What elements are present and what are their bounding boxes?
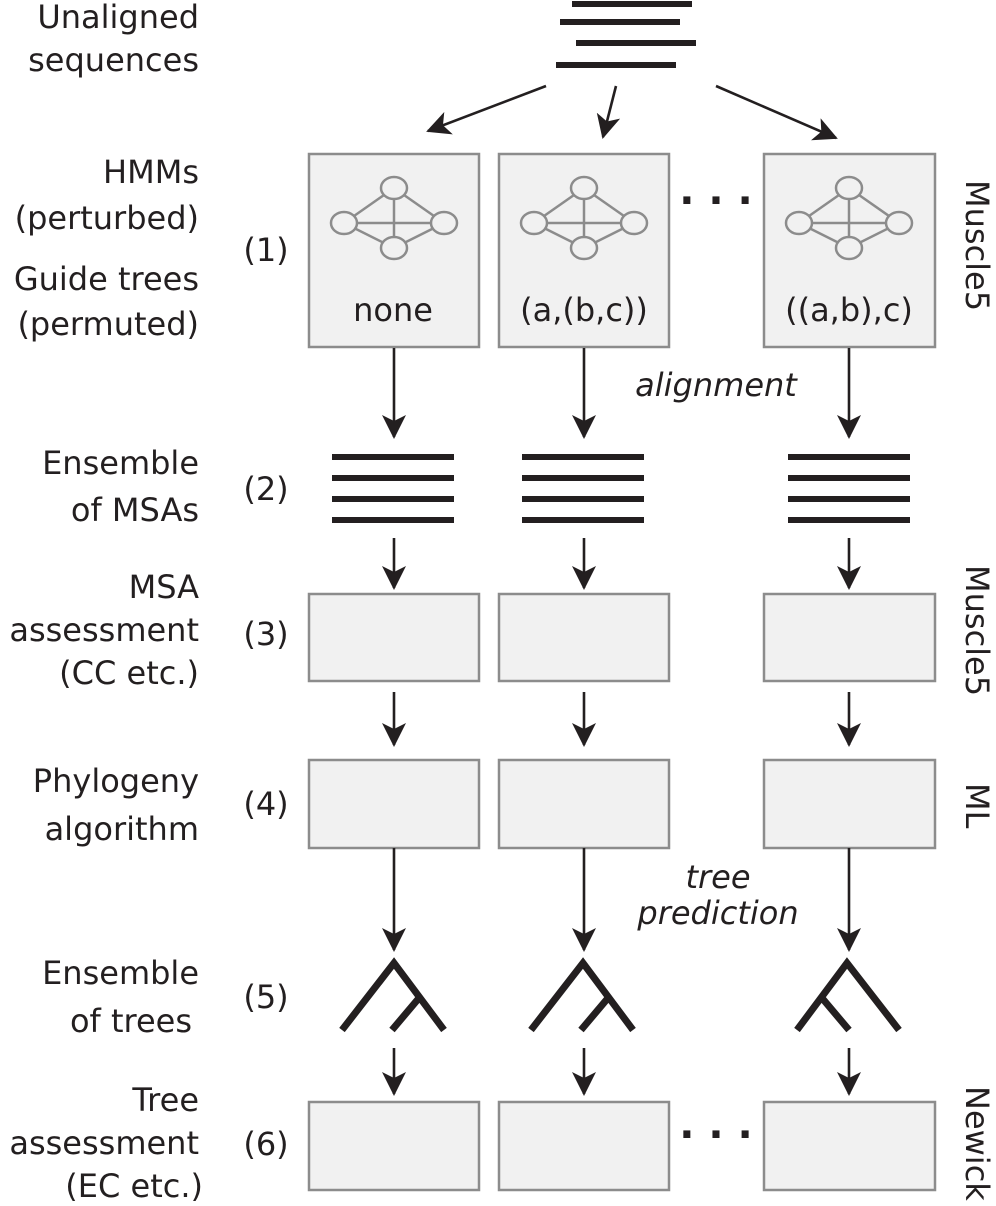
label-unaligned-2: sequences <box>28 41 199 79</box>
hmm-graph-icon <box>784 175 914 261</box>
label-msa-assessment-3: (CC etc.) <box>59 654 199 692</box>
alignment-annotation: alignment <box>635 366 798 404</box>
trees-to-assessment-arrows <box>382 1048 861 1096</box>
label-guide-trees-2: (permuted) <box>17 305 199 343</box>
assessment-to-phylogeny-arrows <box>382 692 861 747</box>
label-tree-assessment-1: Tree <box>131 1081 199 1119</box>
hmm-graph-icon <box>329 175 459 261</box>
guide-tree-label-1: none <box>353 291 433 329</box>
diverging-arrows <box>426 84 838 141</box>
tree-prediction-annotation-1: tree <box>685 858 750 896</box>
tree-prediction-annotation-2: prediction <box>636 894 798 932</box>
step-3: (3) <box>243 615 288 653</box>
hmm-graph-icon <box>519 175 649 261</box>
label-ensemble-trees-2: of trees <box>70 1002 192 1040</box>
msa-icon-2 <box>522 454 644 523</box>
label-msa-assessment-1: MSA <box>129 568 200 606</box>
label-ensemble-msas-2: of MSAs <box>71 491 199 529</box>
msa-assessment-box-3 <box>762 592 937 683</box>
label-ensemble-trees-1: Ensemble <box>42 954 199 992</box>
tree-icon-2 <box>528 957 636 1033</box>
label-tree-assessment-3: (EC etc.) <box>65 1167 203 1205</box>
phylogeny-box-3 <box>762 758 937 850</box>
side-label-ml: ML <box>958 783 996 829</box>
phylogeny-box-1 <box>307 758 481 850</box>
step-1: (1) <box>243 231 288 269</box>
label-hmms-1: HMMs <box>103 153 199 191</box>
step-5: (5) <box>243 978 288 1016</box>
tree-icon-1 <box>339 957 447 1033</box>
label-phylogeny-2: algorithm <box>45 810 199 848</box>
guide-tree-label-3: ((a,b),c) <box>785 291 913 329</box>
msa-assessment-box-1 <box>307 592 481 683</box>
msa-icon-1 <box>332 454 454 523</box>
side-label-muscle5-middle: Muscle5 <box>958 565 996 696</box>
alignment-arrows <box>382 348 861 439</box>
label-msa-assessment-2: assessment <box>9 611 199 649</box>
ellipsis-top: · · · <box>679 178 752 224</box>
label-unaligned-1: Unaligned <box>37 0 199 36</box>
msa-icon-3 <box>788 454 910 523</box>
side-label-newick: Newick <box>958 1086 996 1201</box>
msa-assessment-box-2 <box>497 592 671 683</box>
row-labels: Unaligned sequences HMMs (perturbed) Gui… <box>9 0 203 1205</box>
label-phylogeny-1: Phylogeny <box>33 762 199 800</box>
label-guide-trees-1: Guide trees <box>14 260 199 298</box>
tree-assessment-box-2 <box>497 1100 671 1192</box>
side-label-muscle5-top: Muscle5 <box>958 180 996 311</box>
tree-icon-3 <box>794 957 902 1033</box>
unaligned-sequences-icon <box>556 1 696 68</box>
hmm-box-1: none <box>307 152 481 349</box>
hmm-box-2: (a,(b,c)) <box>497 152 671 349</box>
step-2: (2) <box>243 470 288 508</box>
guide-tree-label-2: (a,(b,c)) <box>520 291 648 329</box>
ellipsis-bottom: · · · <box>679 1112 752 1158</box>
msa-to-assessment-arrows <box>382 538 861 590</box>
step-numbers: (1) (2) (3) (4) (5) (6) <box>243 231 288 1163</box>
label-hmms-2: (perturbed) <box>15 199 199 237</box>
tree-prediction-arrows <box>382 848 861 952</box>
step-4: (4) <box>243 785 288 823</box>
phylogeny-box-2 <box>497 758 671 850</box>
tree-assessment-box-1 <box>307 1100 481 1192</box>
label-tree-assessment-2: assessment <box>9 1124 199 1162</box>
label-ensemble-msas-1: Ensemble <box>42 444 199 482</box>
step-6: (6) <box>243 1125 288 1163</box>
tree-assessment-box-3 <box>762 1100 937 1192</box>
hmm-box-3: ((a,b),c) <box>762 152 937 349</box>
